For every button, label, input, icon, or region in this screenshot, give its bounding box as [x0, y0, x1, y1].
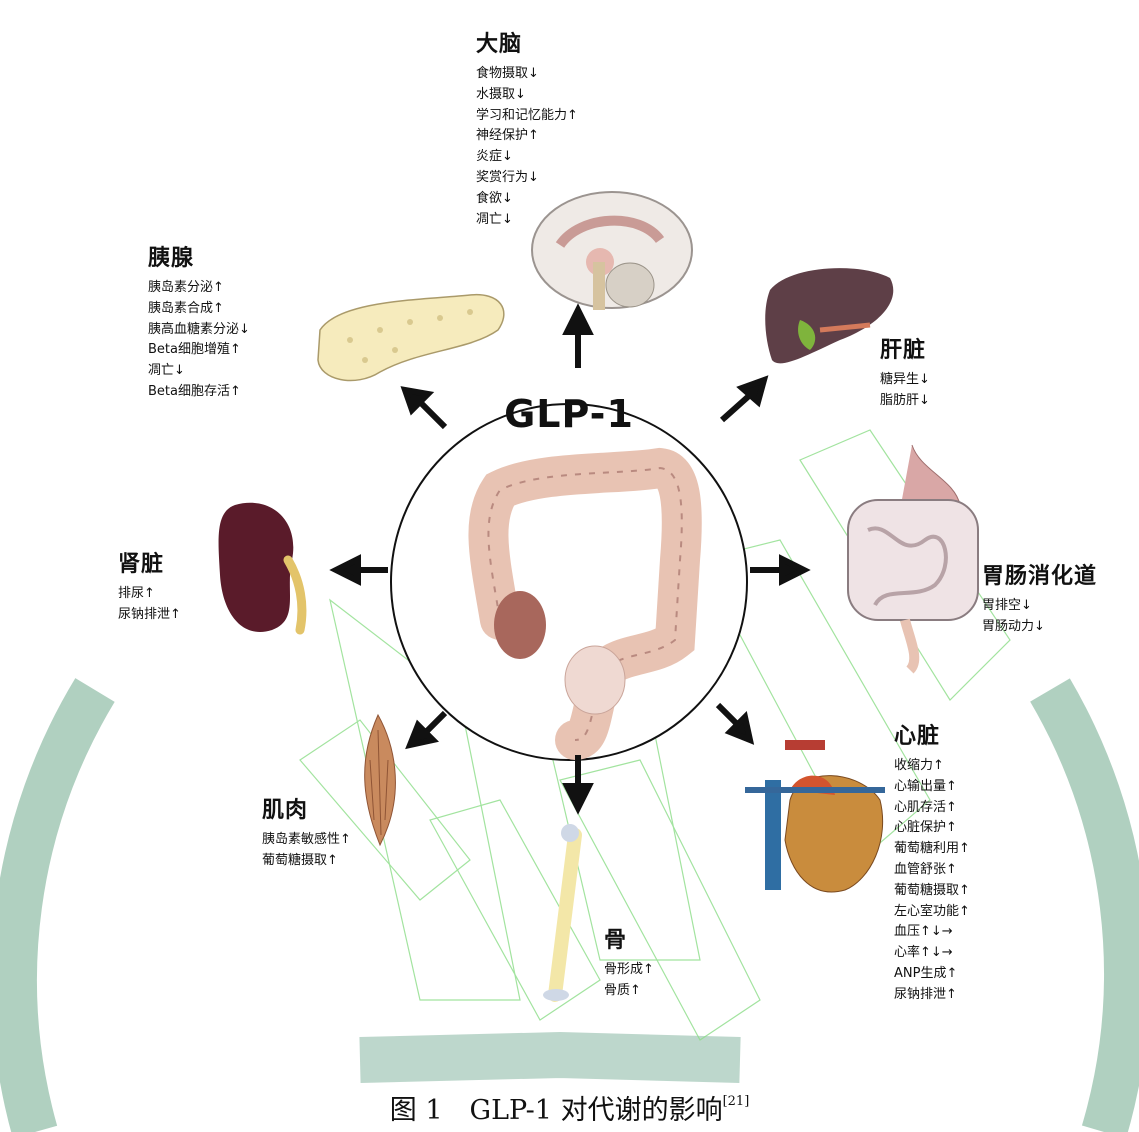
liver-title: 肝脏	[880, 338, 927, 363]
arrow-to-heart	[715, 702, 755, 745]
figure-caption-text: 图 1 GLP-1 对代谢的影响	[389, 1095, 723, 1126]
brain-illustration	[531, 191, 693, 310]
brain-effect: 奖赏行为↓	[476, 169, 539, 185]
bone-section: 骨 骨形成↑ 骨质↑	[604, 922, 654, 1002]
pancreas-section: 胰腺 胰岛素分泌↑ 胰岛素合成↑ 胰高血糖素分泌↓ Beta细胞增殖↑ 凋亡↓ …	[148, 240, 250, 403]
heart-effect: 左心室功能↑	[894, 903, 970, 919]
figure-caption: 图 1 GLP-1 对代谢的影响[21]	[0, 1088, 1139, 1127]
arrows	[329, 303, 811, 815]
kidney-title: 肾脏	[118, 552, 165, 577]
pancreas-effect: Beta细胞增殖↑	[148, 342, 241, 358]
gut-section: 胃肠消化道 胃排空↓ 胃肠动力↓	[982, 558, 1097, 638]
kidney-effects: 排尿↑ 尿钠排泄↑	[118, 584, 181, 626]
brain-title: 大脑	[476, 32, 523, 57]
bone-effects: 骨形成↑ 骨质↑	[604, 960, 654, 1002]
bone-title: 骨	[604, 928, 628, 953]
arrow-to-kidney	[329, 554, 388, 586]
glp1-center-label: GLP-1	[504, 392, 634, 436]
bone-effect: 骨形成↑	[604, 962, 654, 977]
colon-illustration	[468, 447, 702, 760]
gut-effect: 胃排空↓	[982, 598, 1032, 613]
gut-effect: 胃肠动力↓	[982, 618, 1045, 634]
pancreas-title: 胰腺	[148, 246, 195, 271]
heart-section: 心脏 收缩力↑ 心输出量↑ 心肌存活↑ 心脏保护↑ 葡萄糖利用↑ 血管舒张↑ 葡…	[894, 718, 970, 1006]
brain-effect: 水摄取↓	[476, 86, 526, 102]
heart-illustration	[745, 740, 885, 893]
kidney-effect: 尿钠排泄↑	[118, 606, 181, 622]
liver-illustration	[765, 268, 894, 364]
heart-effects: 收缩力↑ 心输出量↑ 心肌存活↑ 心脏保护↑ 葡萄糖利用↑ 血管舒张↑ 葡萄糖摄…	[894, 756, 970, 1006]
muscle-effect: 胰岛素敏感性↑	[262, 832, 351, 847]
pancreas-effect: 胰高血糖素分泌↓	[148, 321, 250, 337]
bone-effect: 骨质↑	[604, 982, 641, 998]
pancreas-effect: Beta细胞存活↑	[148, 383, 241, 399]
brain-effect: 学习和记忆能力↑	[476, 107, 578, 123]
liver-effect: 脂肪肝↓	[880, 392, 930, 408]
heart-effect: 心输出量↑	[894, 778, 957, 794]
pancreas-effects: 胰岛素分泌↑ 胰岛素合成↑ 胰高血糖素分泌↓ Beta细胞增殖↑ 凋亡↓ Bet…	[148, 278, 250, 403]
heart-effect: 血压↑↓→	[894, 924, 953, 940]
arrow-to-pancreas	[400, 386, 448, 430]
heart-effect: 心肌存活↑	[894, 799, 957, 815]
brain-effects: 食物摄取↓ 水摄取↓ 学习和记忆能力↑ 神经保护↑ 炎症↓ 奖赏行为↓ 食欲↓ …	[476, 64, 578, 230]
bone-illustration	[543, 824, 582, 1002]
liver-section: 肝脏 糖异生↓ 脂肪肝↓	[880, 332, 930, 412]
muscle-section: 肌肉 胰岛素敏感性↑ 葡萄糖摄取↑	[262, 792, 351, 872]
heart-effect: ANP生成↑	[894, 965, 958, 981]
brain-effect: 炎症↓	[476, 149, 513, 165]
figure-caption-reference: [21]	[722, 1094, 750, 1109]
heart-effect: 心脏保护↑	[894, 820, 957, 836]
brain-effect: 神经保护↑	[476, 128, 539, 144]
pancreas-illustration	[317, 294, 505, 382]
arrow-to-liver	[720, 375, 769, 423]
liver-effects: 糖异生↓ 脂肪肝↓	[880, 370, 930, 412]
watermark	[0, 429, 1139, 1132]
liver-effect: 糖异生↓	[880, 372, 930, 387]
brain-effect: 凋亡↓	[476, 211, 513, 227]
muscle-title: 肌肉	[262, 798, 309, 823]
brain-section: 大脑 食物摄取↓ 水摄取↓ 学习和记忆能力↑ 神经保护↑ 炎症↓ 奖赏行为↓ 食…	[476, 26, 578, 230]
gut-effects: 胃排空↓ 胃肠动力↓	[982, 596, 1097, 638]
pancreas-effect: 胰岛素分泌↑	[148, 280, 224, 295]
arrow-to-muscle	[405, 710, 448, 750]
heart-effect: 收缩力↑	[894, 758, 944, 773]
heart-effect: 葡萄糖利用↑	[894, 841, 970, 857]
kidney-illustration	[218, 502, 307, 635]
gut-title: 胃肠消化道	[982, 564, 1098, 589]
brain-effect: 食物摄取↓	[476, 66, 539, 81]
kidney-section: 肾脏 排尿↑ 尿钠排泄↑	[118, 546, 181, 626]
heart-title: 心脏	[894, 724, 941, 749]
muscle-effect: 葡萄糖摄取↑	[262, 852, 338, 868]
arrow-to-gut	[750, 554, 811, 586]
heart-effect: 血管舒张↑	[894, 861, 957, 877]
pancreas-effect: 胰岛素合成↑	[148, 300, 224, 316]
arrow-to-bone	[562, 755, 594, 815]
muscle-effects: 胰岛素敏感性↑ 葡萄糖摄取↑	[262, 830, 351, 872]
kidney-effect: 排尿↑	[118, 586, 155, 601]
muscle-illustration	[364, 713, 396, 847]
pancreas-effect: 凋亡↓	[148, 363, 185, 379]
heart-effect: 心率↑↓→	[894, 945, 953, 961]
heart-effect: 葡萄糖摄取↑	[894, 882, 970, 898]
heart-effect: 尿钠排泄↑	[894, 986, 957, 1002]
arrow-to-brain	[562, 303, 594, 368]
brain-effect: 食欲↓	[476, 190, 513, 206]
gut-illustration	[847, 444, 979, 674]
